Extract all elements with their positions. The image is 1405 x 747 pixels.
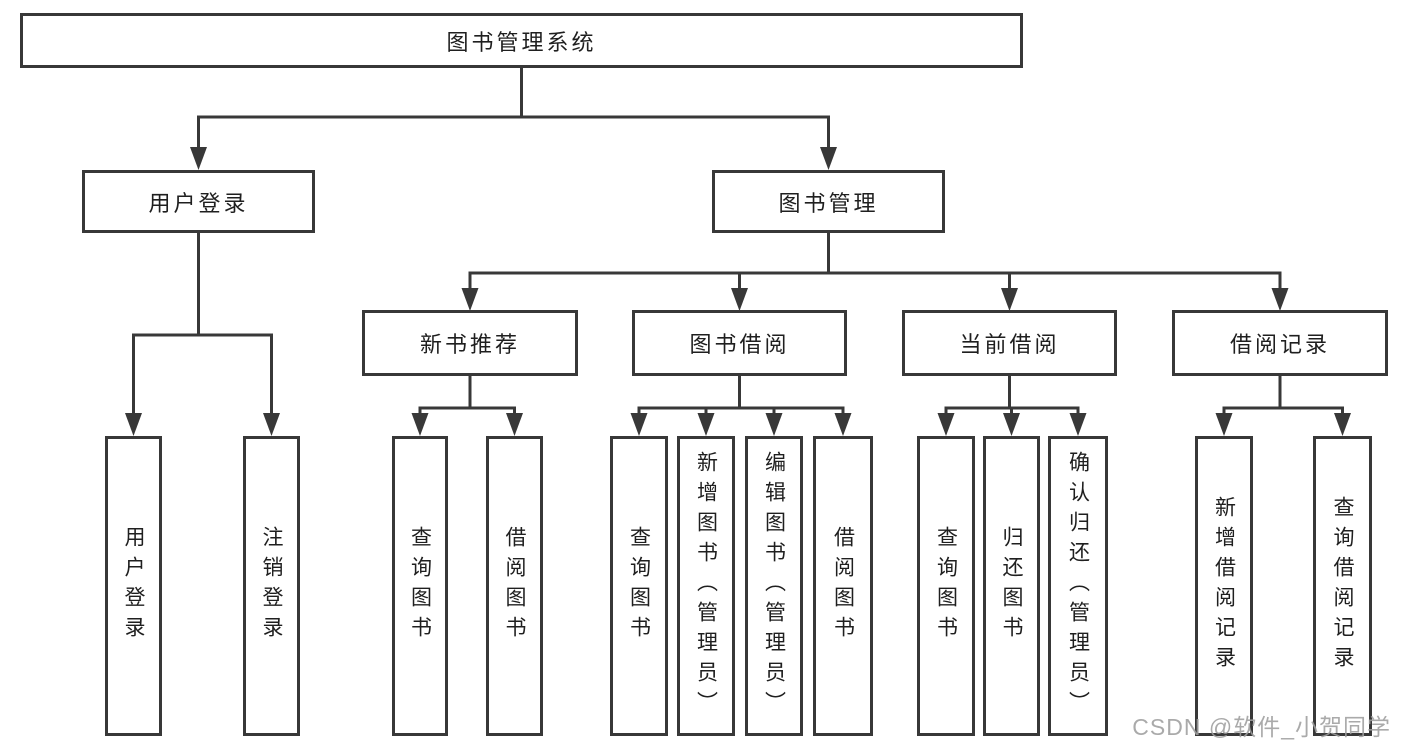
- leaf-confirm-return-admin: 确认归还（管理员）: [1048, 436, 1108, 736]
- node-book-borrow: 图书借阅: [632, 310, 847, 376]
- node-library-management-system: 图书管理系统: [20, 13, 1023, 68]
- node-label: 查询借阅记录: [1331, 496, 1354, 676]
- node-new-book-recommend: 新书推荐: [362, 310, 578, 376]
- leaf-borrow-book-recommend: 借阅图书: [486, 436, 543, 736]
- leaf-add-borrow-record: 新增借阅记录: [1195, 436, 1253, 736]
- node-user-login: 用户登录: [82, 170, 315, 233]
- node-label: 借阅图书: [503, 526, 526, 646]
- leaf-query-book-recommend: 查询图书: [392, 436, 448, 736]
- node-label: 确认归还（管理员）: [1066, 451, 1090, 721]
- node-label: 新书推荐: [419, 332, 520, 357]
- leaf-logout-login: 注销登录: [243, 436, 300, 736]
- node-label: 归还图书: [1000, 526, 1023, 646]
- leaf-borrow-book: 借阅图书: [813, 436, 873, 736]
- arrowhead-icons: [125, 147, 1351, 436]
- node-current-borrow: 当前借阅: [902, 310, 1117, 376]
- leaf-query-borrow-record: 查询借阅记录: [1313, 436, 1372, 736]
- leaf-return-book: 归还图书: [983, 436, 1040, 736]
- node-label: 查询图书: [934, 526, 958, 646]
- node-label: 当前借阅: [959, 332, 1060, 357]
- node-label: 图书借阅: [689, 332, 790, 357]
- node-label: 编辑图书（管理员）: [762, 451, 786, 721]
- node-label: 用户登录: [122, 526, 145, 646]
- node-label: 注销登录: [260, 526, 283, 646]
- csdn-watermark: CSDN @软件_小贺同学: [1132, 714, 1391, 740]
- leaf-user-login: 用户登录: [105, 436, 162, 736]
- leaf-add-book-admin: 新增图书（管理员）: [677, 436, 735, 736]
- node-label: 用户登录: [148, 190, 249, 216]
- node-label: 新增借阅记录: [1212, 496, 1236, 676]
- node-label: 查询图书: [408, 526, 432, 646]
- leaf-edit-book-admin: 编辑图书（管理员）: [745, 436, 803, 736]
- leaf-query-book-borrow: 查询图书: [610, 436, 668, 736]
- node-label: 借阅记录: [1229, 332, 1330, 357]
- node-label: 图书管理: [778, 190, 879, 216]
- leaf-query-book-current: 查询图书: [917, 436, 975, 736]
- node-label: 借阅图书: [831, 526, 855, 646]
- node-label: 查询图书: [627, 526, 651, 646]
- node-label: 新增图书（管理员）: [694, 451, 718, 721]
- node-book-management: 图书管理: [712, 170, 945, 233]
- node-borrow-record: 借阅记录: [1172, 310, 1388, 376]
- node-label: 图书管理系统: [446, 29, 597, 55]
